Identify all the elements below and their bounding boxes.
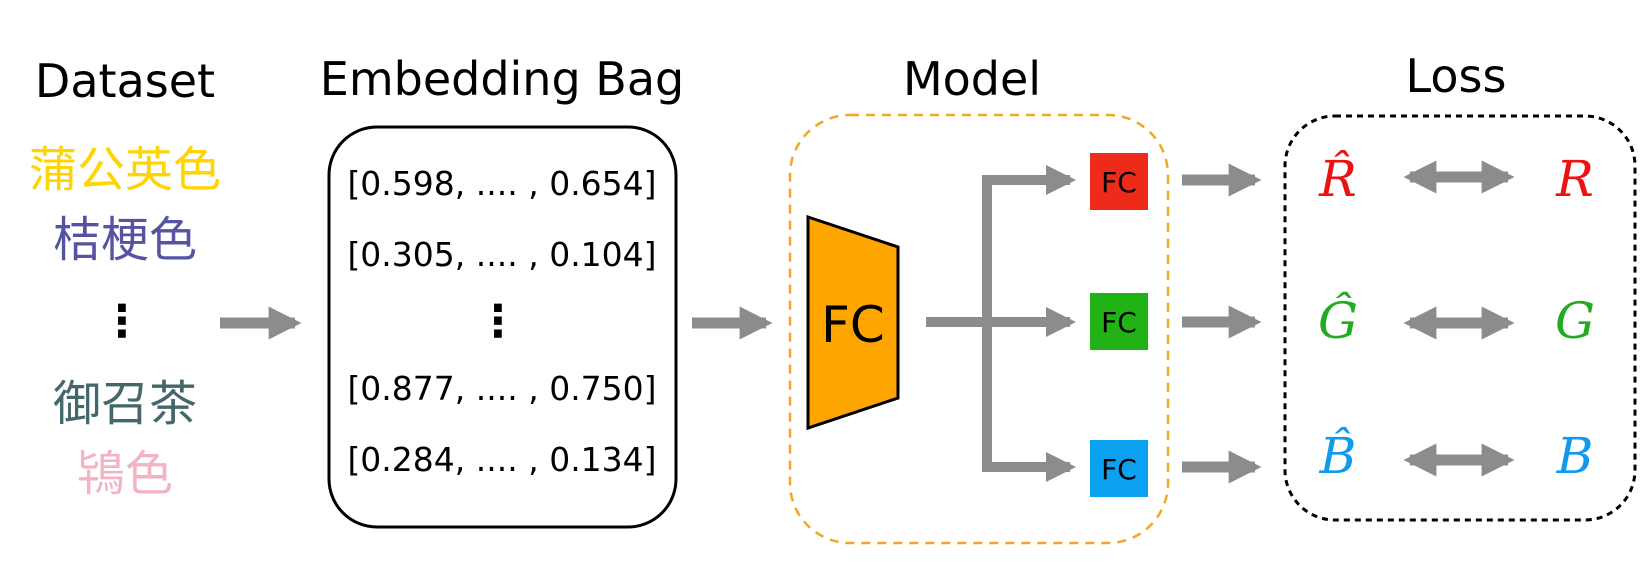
target-r: R xyxy=(1555,150,1594,208)
dataset-title: Dataset xyxy=(35,54,215,108)
model-box xyxy=(788,113,1170,545)
embedding-row: [0.284, .... , 0.134] xyxy=(347,440,656,479)
main-fc-layer xyxy=(806,214,900,431)
loss-title: Loss xyxy=(1406,49,1507,103)
embedding-row: [0.598, .... , 0.654] xyxy=(347,164,656,203)
embedding-title: Embedding Bag xyxy=(320,52,684,106)
head-fc-blue xyxy=(1090,440,1148,497)
model-title: Model xyxy=(903,52,1041,106)
head-fc-label: FC xyxy=(1101,306,1137,339)
head-fc-label: FC xyxy=(1101,166,1137,199)
loss-box xyxy=(1283,114,1637,522)
embedding-row: [0.305, .... , 0.104] xyxy=(347,235,656,274)
dataset-ellipsis: ⋮ xyxy=(100,296,144,347)
predicted-r: R̂ xyxy=(1318,149,1357,208)
head-fc-red xyxy=(1090,153,1148,210)
head-fc-label: FC xyxy=(1101,453,1137,486)
target-b: B xyxy=(1556,427,1594,485)
embedding-bag-box xyxy=(327,125,678,529)
dataset-item: 御召茶 xyxy=(53,376,197,432)
predicted-g: Ĝ xyxy=(1318,291,1358,350)
predicted-b: B̂ xyxy=(1319,426,1357,485)
main-fc-label: FC xyxy=(821,296,885,354)
embedding-ellipsis: ⋮ xyxy=(476,296,520,347)
dataset-item: 鴇色 xyxy=(77,446,173,502)
embedding-row: [0.877, .... , 0.750] xyxy=(347,369,656,408)
dataset-item: 蒲公英色 xyxy=(29,142,221,198)
head-fc-green xyxy=(1090,293,1148,350)
target-g: G xyxy=(1555,292,1595,350)
dataset-item: 桔梗色 xyxy=(53,212,197,268)
